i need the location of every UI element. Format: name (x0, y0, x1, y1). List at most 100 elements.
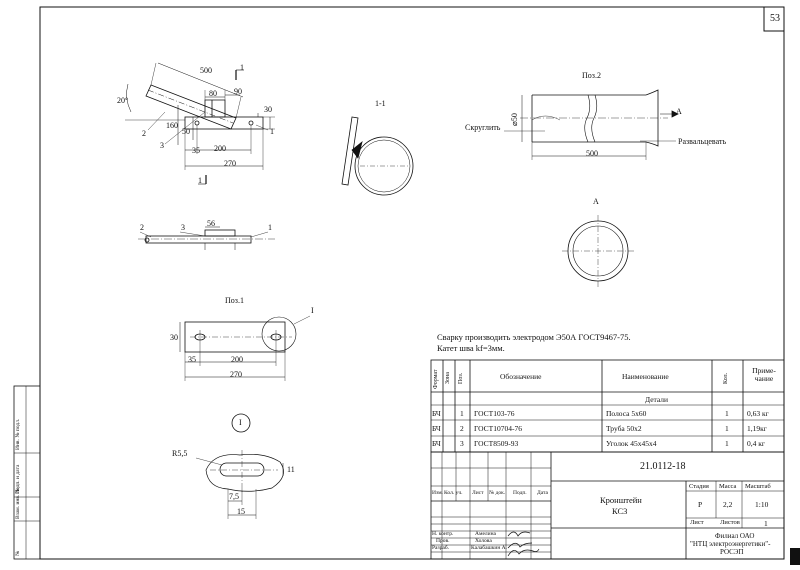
org-line3: РОСЭП (720, 548, 744, 556)
col-kol: Кол. уч. (444, 490, 463, 496)
col-sign: Подп. (513, 490, 527, 496)
role-nkontr: Н. контр. (432, 531, 454, 537)
role-prov: Пров. (436, 538, 450, 544)
role-razrab: Разраб. (432, 545, 450, 551)
row3-designation: ГОСТ8509-93 (474, 439, 519, 448)
note-welding: Сварку производить электродом Э50А ГОСТ9… (437, 332, 631, 342)
margin-inv: Инв. № подл. (15, 418, 21, 450)
dim-75: 7,5 (229, 492, 239, 501)
spec-header-note: Приме-чание (752, 366, 776, 383)
org-line2: "НТЦ электроэнергетики"- (690, 540, 771, 548)
corner-mark (790, 548, 800, 565)
dim-30-plate: 30 (170, 333, 178, 342)
sheets-value: 1 (764, 519, 768, 528)
scale-value: 1:10 (755, 500, 769, 509)
col-doc: № док. (489, 490, 506, 496)
row2-designation: ГОСТ10704-76 (474, 424, 522, 433)
margin-no: № (15, 550, 21, 556)
name-razrab: Калабашкин А. (471, 545, 508, 551)
flare-label: Развальцевать (678, 137, 727, 146)
col-izm: Изм. (432, 490, 443, 496)
spec-header-pos: Поз. (458, 372, 464, 384)
arrow-a-label: A (676, 107, 682, 116)
pos1-view (179, 315, 311, 381)
dim-160: 160 (166, 121, 178, 130)
dim-200: 200 (214, 144, 226, 153)
dim-500: 500 (200, 66, 212, 75)
sheet-label: Лист (690, 519, 704, 526)
row2-pos: 2 (460, 424, 464, 433)
row2-qty: 1 (725, 424, 729, 433)
detail-callout: I (311, 306, 314, 315)
side-callout-3: 3 (181, 223, 185, 232)
name-nkontr: Амелина (475, 531, 496, 537)
mass-value: 2,2 (723, 500, 733, 509)
view-a (562, 215, 634, 287)
dim-90: 90 (234, 87, 242, 96)
dim-200-plate: 200 (231, 355, 243, 364)
row3-qty: 1 (725, 439, 729, 448)
callout-2: 2 (142, 129, 146, 138)
pos2-title: Поз.2 (582, 71, 601, 80)
section-1-1 (341, 116, 414, 196)
spec-header-qty: Кол. (723, 372, 729, 384)
row2-note: 1,19кг (747, 424, 767, 433)
margin-vzam: Взам. инв. № (15, 488, 21, 519)
note-weld-leg: Катет шва kf=3мм. (437, 343, 505, 353)
row1-format: БЧ (432, 409, 441, 418)
row3-note: 0,4 кг (747, 439, 765, 448)
col-list: Лист (472, 490, 484, 496)
callout-1: 1 (270, 127, 274, 136)
title-block-grid (430, 451, 785, 560)
detail-marker: I (239, 418, 242, 427)
row2-format: БЧ (432, 424, 441, 433)
dim-35-plate: 35 (188, 355, 196, 364)
spec-header-designation: Обозначение (500, 372, 542, 381)
spec-table-grid (430, 359, 785, 453)
dim-50: 50 (182, 127, 190, 136)
spec-header-format: Формат (433, 369, 439, 389)
callout-3: 3 (160, 141, 164, 150)
side-view (138, 226, 275, 250)
spec-section-title: Детали (645, 395, 669, 404)
row1-note: 0,63 кг (747, 409, 769, 418)
row1-designation: ГОСТ103-76 (474, 409, 515, 418)
dim-270-plate: 270 (230, 370, 242, 379)
title-line2: КС3 (612, 506, 628, 516)
mass-label: Масса (719, 483, 737, 490)
section-mark-bottom: 1 (198, 176, 202, 185)
spec-header-name: Наименование (622, 372, 669, 381)
dim-30: 30 (264, 105, 272, 114)
margin-stamp-grid (13, 385, 41, 560)
page-number-box (763, 6, 785, 32)
side-callout-1: 1 (268, 223, 272, 232)
row3-name: Уголок 45х45х4 (606, 439, 657, 448)
stage-value: Р (698, 500, 703, 509)
page-number: 53 (770, 13, 780, 24)
rounded-label: Скруглить (465, 123, 501, 132)
sheets-label: Листов (720, 519, 740, 526)
section-title: 1-1 (375, 99, 386, 108)
drawing-code: 21.0112-18 (640, 461, 686, 472)
detail-i (195, 413, 284, 519)
dim-15: 15 (237, 507, 245, 516)
scale-label: Масштаб (745, 483, 771, 490)
row1-name: Полоса 5х60 (606, 409, 647, 418)
dim-r55: R5,5 (172, 449, 188, 458)
signatures (507, 531, 540, 557)
name-prov: Холова (475, 538, 492, 544)
col-date: Дата (537, 490, 548, 496)
row1-pos: 1 (460, 409, 464, 418)
dim-35: 35 (192, 146, 200, 155)
dim-270: 270 (224, 159, 236, 168)
row3-format: БЧ (432, 439, 441, 448)
row2-name: Труба 50х2 (606, 424, 642, 433)
org-line1: Филиал ОАО (715, 532, 755, 540)
frame-border (39, 6, 785, 560)
dim-diameter: ⌀50 (510, 113, 519, 126)
pos1-title: Поз.1 (225, 296, 244, 305)
pos2-view (504, 89, 679, 160)
side-callout-2: 2 (140, 223, 144, 232)
